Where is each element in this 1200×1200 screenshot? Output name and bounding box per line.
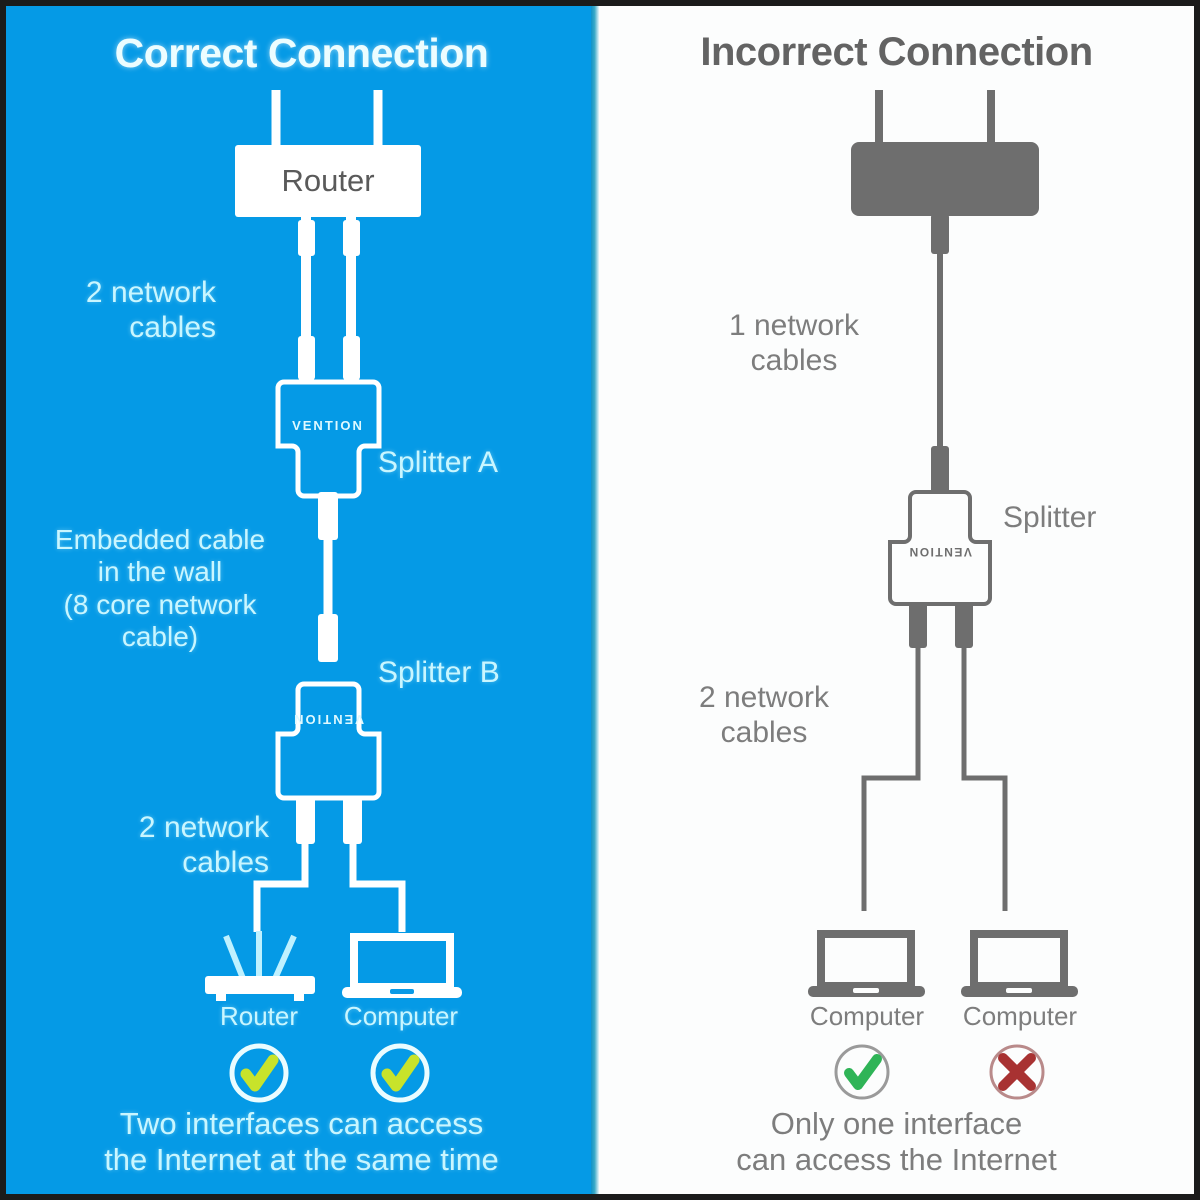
embedded-cable-line4: cable) bbox=[121, 621, 199, 653]
router-device-body bbox=[205, 976, 315, 994]
label-bottom-cables-line2: cables bbox=[182, 845, 269, 879]
router-box-label: Router bbox=[281, 163, 375, 198]
label-bottom-cables-line1: 2 network bbox=[138, 811, 269, 844]
rj45-connectors-single bbox=[931, 214, 949, 494]
incorrect-caption-line1: Only one interface bbox=[770, 1106, 1023, 1141]
rj45-connectors-top bbox=[298, 220, 360, 380]
device-name-computer-1: Computer bbox=[809, 1001, 925, 1031]
splitter-b-brand: VENTION bbox=[292, 712, 364, 727]
embedded-cable-line3: (8 core network bbox=[63, 588, 257, 620]
splitter-b-shape bbox=[275, 681, 382, 801]
status-check-computer bbox=[370, 1043, 430, 1103]
label-splitter: Splitter bbox=[1003, 501, 1097, 534]
rj45-connectors-dual bbox=[909, 602, 973, 648]
wifi-router-icon bbox=[223, 931, 297, 983]
label-two-cables-line1: 2 network bbox=[698, 681, 830, 714]
device-name-computer-2: Computer bbox=[962, 1001, 1078, 1031]
correct-caption-line2: the Internet at the same time bbox=[104, 1141, 499, 1177]
embedded-cable-line2: in the wall bbox=[97, 556, 223, 588]
cable-splitterB-to-computer bbox=[349, 842, 406, 932]
label-bottom-cables: 2 network cables bbox=[26, 811, 269, 881]
embedded-cable-line1: Embedded cable bbox=[54, 524, 266, 555]
rj45-connectors-bottom bbox=[296, 796, 362, 844]
label-splitter-b: Splitter B bbox=[378, 656, 500, 689]
cable-splitter-to-computer-2 bbox=[961, 646, 1008, 911]
label-splitter-a: Splitter A bbox=[378, 446, 499, 479]
label-one-cables-line2: cables bbox=[750, 343, 838, 377]
panel-divider bbox=[591, 6, 599, 1194]
label-top-cables-line1: 2 network bbox=[85, 276, 216, 309]
correct-caption-line1: Two interfaces can access bbox=[119, 1106, 484, 1141]
label-two-network-cables: 2 network cables bbox=[669, 681, 859, 751]
label-one-network-cables: 1 network cables bbox=[699, 309, 889, 379]
splitter-a-brand: VENTION bbox=[292, 418, 364, 433]
incorrect-panel-title: Incorrect Connection bbox=[700, 30, 1093, 74]
splitter-brand: VENTION bbox=[908, 545, 972, 559]
laptop-icon-2 bbox=[961, 930, 1078, 997]
device-name-router: Router bbox=[219, 1001, 299, 1031]
cable-splitter-to-computer-1 bbox=[861, 646, 921, 911]
incorrect-connection-panel: Incorrect Connection bbox=[599, 6, 1194, 1194]
status-check-router bbox=[229, 1043, 289, 1103]
status-cross bbox=[989, 1044, 1045, 1100]
status-check bbox=[834, 1044, 890, 1100]
incorrect-caption-line2: can access the Internet bbox=[736, 1141, 1057, 1177]
laptop-icon bbox=[342, 933, 462, 998]
label-one-cables-line1: 1 network bbox=[728, 309, 860, 342]
label-top-cables: 2 network cables bbox=[26, 276, 216, 346]
correct-panel-title: Correct Connection bbox=[114, 30, 489, 76]
incorrect-caption: Only one interface can access the Intern… bbox=[599, 1106, 1194, 1178]
label-top-cables-line2: cables bbox=[129, 310, 216, 344]
splitter-a-shape bbox=[275, 379, 382, 499]
label-two-cables-line2: cables bbox=[720, 715, 808, 749]
laptop-icon-1 bbox=[808, 930, 925, 997]
label-embedded-cable: Embedded cable in the wall (8 core netwo… bbox=[24, 524, 296, 654]
correct-caption: Two interfaces can access the Internet a… bbox=[6, 1106, 597, 1178]
embedded-wall-cable bbox=[318, 492, 338, 662]
correct-connection-panel: Correct Connection bbox=[6, 6, 597, 1194]
device-name-computer: Computer bbox=[343, 1001, 459, 1031]
router-box bbox=[851, 142, 1039, 216]
